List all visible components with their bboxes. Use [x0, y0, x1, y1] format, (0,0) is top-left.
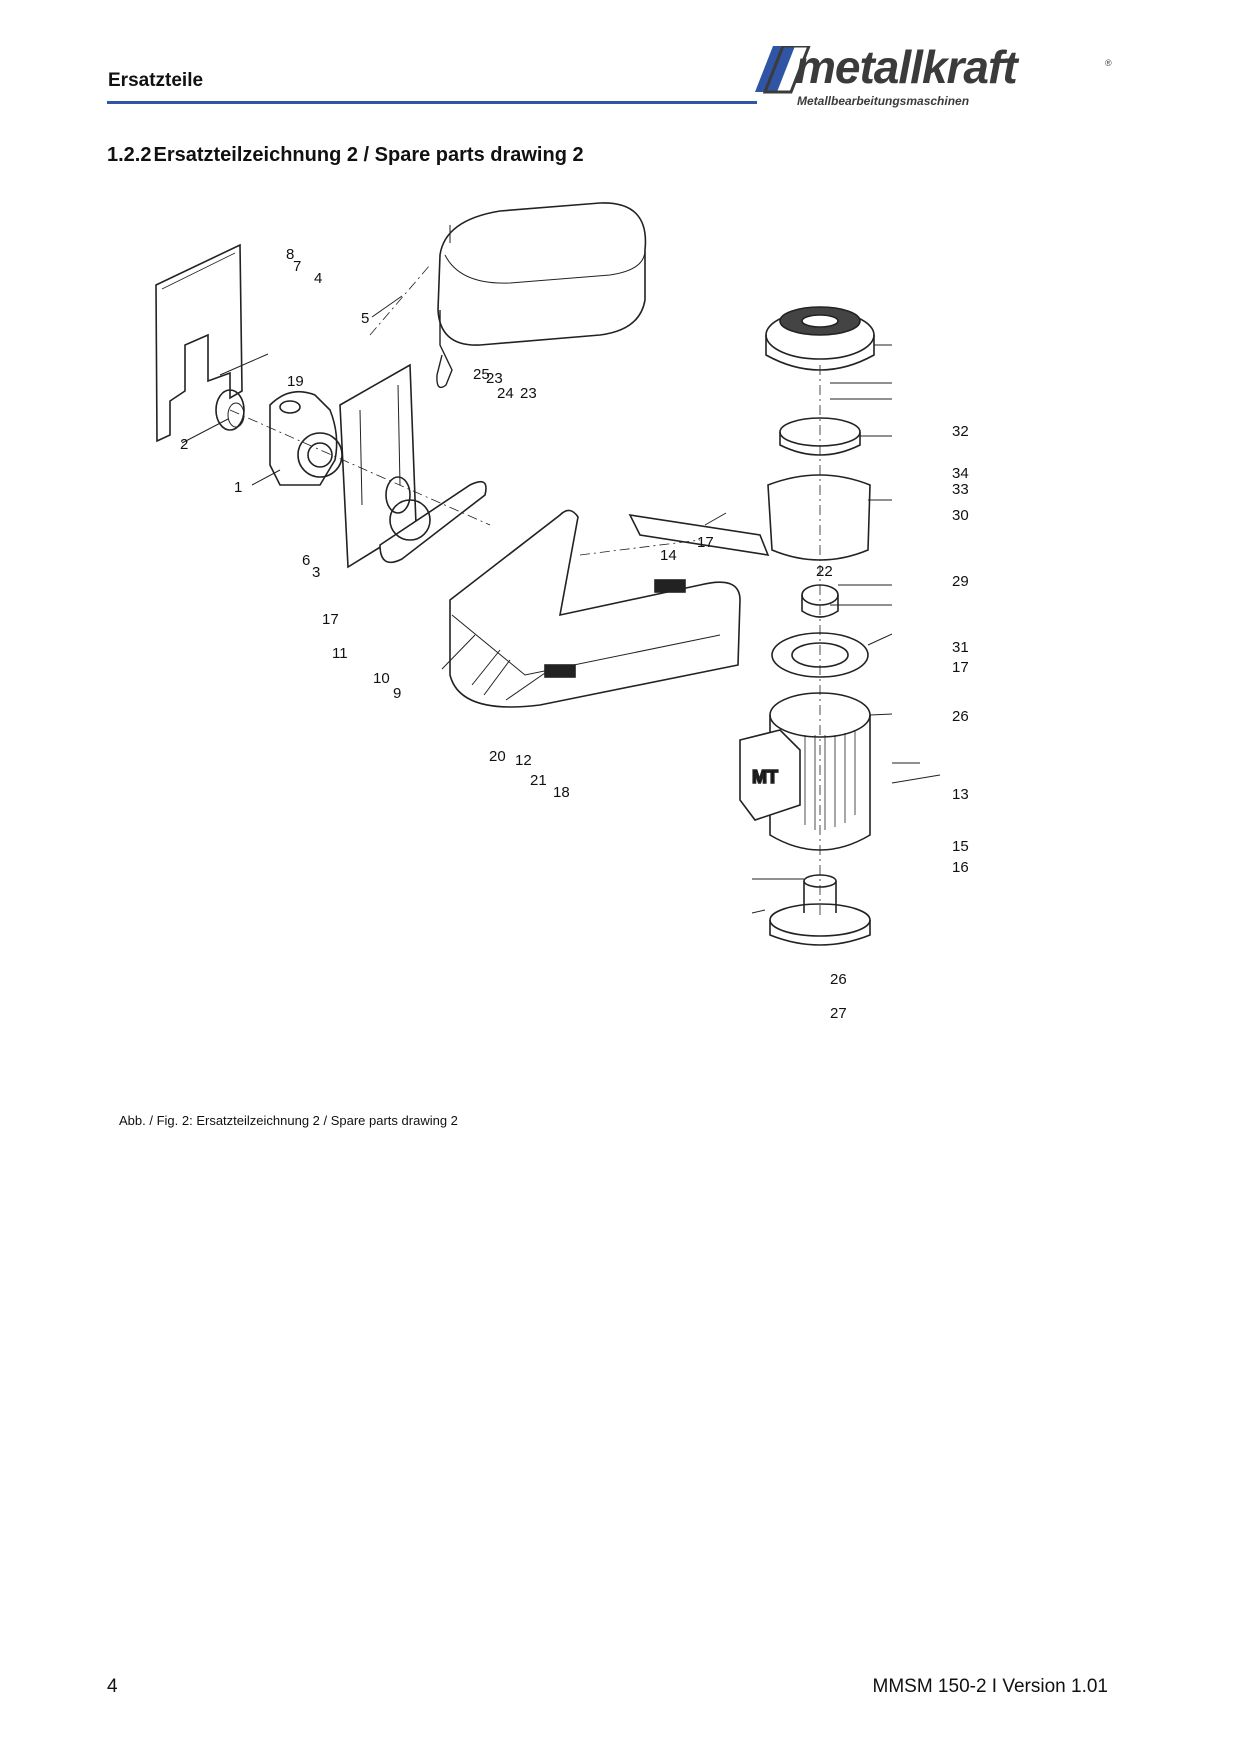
label-part-29: 29: [952, 573, 969, 590]
label-part-12: 12: [515, 752, 532, 769]
label-part-16: 16: [952, 859, 969, 876]
motor-terminal-box: [739, 729, 801, 821]
part-1-bearing-housing: [269, 390, 338, 486]
label-part-8: 8: [286, 246, 294, 263]
label-part-13: 13: [952, 786, 969, 803]
label-part-14: 14: [660, 547, 677, 564]
running-header-title: Ersatzteile: [108, 70, 204, 91]
label-part-22: 22: [816, 563, 833, 580]
label-part-6: 6: [302, 552, 310, 569]
label-part-30: 30: [952, 507, 969, 524]
part-11-swing-arm: [379, 480, 487, 564]
label-part-33: 33: [952, 481, 969, 498]
section-number: 1.2.2: [107, 144, 152, 166]
label-part-23-a: 23: [486, 370, 503, 387]
part-22-rail: [628, 513, 770, 557]
section-title: Ersatzteilzeichnung 2 / Spare parts draw…: [153, 144, 584, 166]
label-part-3: 3: [312, 564, 320, 581]
label-part-18: 18: [553, 784, 570, 801]
spare-parts-drawing: MT: [155, 202, 969, 1022]
part-29-guard: [767, 474, 871, 561]
label-part-2: 2: [180, 436, 188, 453]
label-part-17-left: 17: [322, 611, 339, 628]
label-part-10: 10: [373, 670, 390, 687]
figure-caption: Abb. / Fig. 2: Ersatzteilzeichnung 2 / S…: [119, 1113, 458, 1128]
label-part-25: 25: [473, 366, 490, 383]
footer-model-version: MMSM 150-2 I Version 1.01: [872, 1676, 1109, 1697]
label-part-7: 7: [293, 258, 301, 275]
label-part-17-top: 17: [697, 534, 714, 551]
label-part-1: 1: [234, 479, 242, 496]
part-20-table-frame: [449, 509, 741, 708]
footer-page-number: 4: [107, 1676, 118, 1697]
label-part-26-bottom: 26: [830, 971, 847, 988]
header-rule: [107, 101, 757, 104]
part-21-clamp: [544, 664, 576, 678]
logo-registered-mark: ®: [1105, 58, 1112, 68]
label-part-31: 31: [952, 639, 969, 656]
label-part-17-right: 17: [952, 659, 969, 676]
label-part-20: 20: [489, 748, 506, 765]
part-2-bushing: [215, 389, 245, 431]
logo-wordmark: metallkraft: [795, 41, 1018, 93]
logo-subtitle: Metallbearbeitungsmaschinen: [797, 94, 970, 108]
part-number-labels: 1 2 3 4 5 6 7 8 9 10 11 12 13 14 15 16 1…: [180, 246, 969, 1022]
part-19-bracket: [155, 243, 243, 443]
label-part-34: 34: [952, 465, 969, 482]
label-part-15: 15: [952, 838, 969, 855]
label-part-24: 24: [497, 385, 514, 402]
label-part-32: 32: [952, 423, 969, 440]
label-part-5: 5: [361, 310, 369, 327]
label-part-23-b: 23: [520, 385, 537, 402]
motor-badge: MT: [752, 767, 778, 787]
label-part-21: 21: [530, 772, 547, 789]
label-part-11: 11: [332, 645, 348, 662]
label-part-19: 19: [287, 373, 304, 390]
label-part-9: 9: [393, 685, 401, 702]
label-part-4: 4: [314, 270, 322, 287]
label-part-27: 27: [830, 1005, 847, 1022]
label-part-26-top: 26: [952, 708, 969, 725]
logo-mark-icon: [755, 46, 811, 94]
metallkraft-logo: metallkraft ® Metallbearbeitungsmaschine…: [755, 44, 1115, 114]
